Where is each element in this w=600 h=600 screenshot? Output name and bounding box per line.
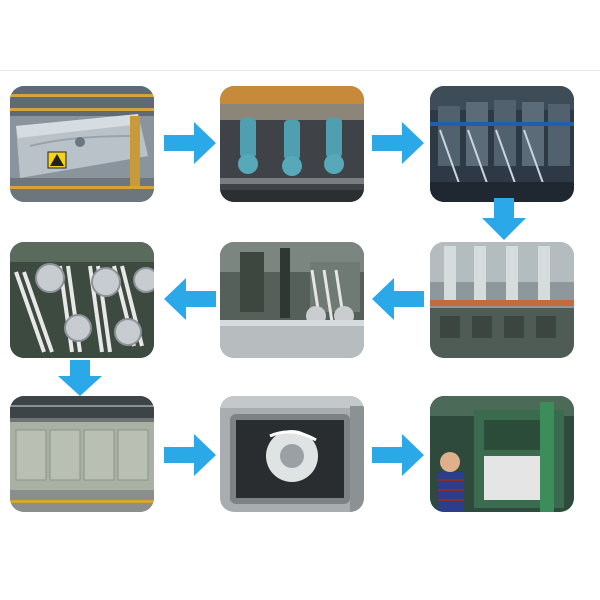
arrow-down-2: [58, 360, 102, 396]
step-4-spinneret-photo: [430, 242, 574, 358]
arrow-left-1: [164, 278, 216, 320]
step-6-godet-rollers-photo: [10, 242, 154, 358]
step-7-drying-oven-photo: [10, 396, 154, 512]
top-divider: [0, 70, 600, 71]
arrow-left-2: [372, 278, 424, 320]
step-9-control-panel-photo: [430, 396, 574, 512]
step-1-dryer-photo: [10, 86, 154, 202]
arrow-right-1: [164, 122, 216, 164]
arrow-right-4: [372, 434, 424, 476]
arrow-right-3: [164, 434, 216, 476]
step-8-inspection-window-photo: [220, 396, 364, 512]
step-3-spinning-tower-photo: [430, 86, 574, 202]
step-5-coagulation-bath-photo: [220, 242, 364, 358]
arrow-down-1: [482, 198, 526, 240]
step-2-motor-photo: [220, 86, 364, 202]
arrow-right-2: [372, 122, 424, 164]
